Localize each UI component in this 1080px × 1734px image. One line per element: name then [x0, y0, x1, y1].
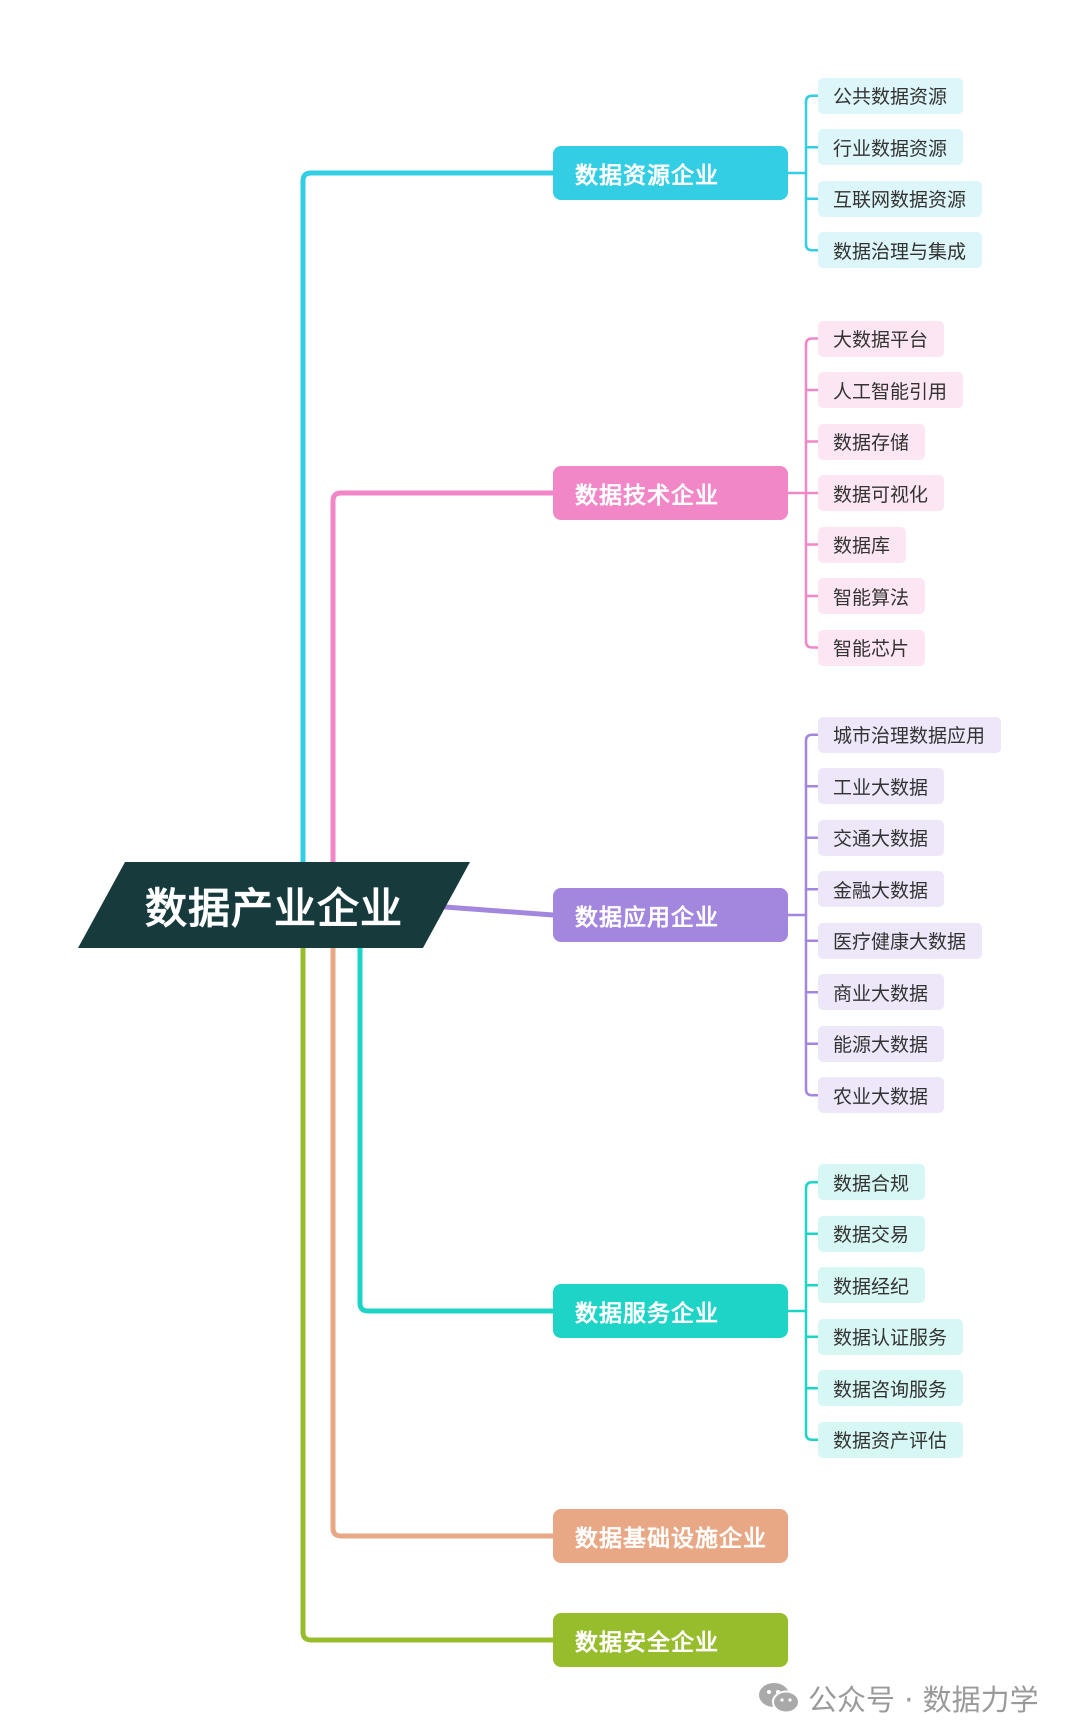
leaf-node-label: 互联网数据资源	[833, 189, 967, 212]
leaf-node: 数据可视化	[818, 475, 945, 511]
leaf-connector	[804, 94, 820, 103]
branch-node-label: 数据服务企业	[575, 1301, 719, 1327]
leaf-node-label: 人工智能引用	[833, 380, 948, 403]
leaf-node-label: 工业大数据	[833, 776, 929, 799]
wechat-icon	[759, 1683, 800, 1714]
leaf-node-label: 数据存储	[833, 432, 910, 454]
leaf-node-label: 交通大数据	[833, 828, 929, 851]
leaf-node: 公共数据资源	[818, 77, 964, 114]
branch-node-label: 数据应用企业	[575, 905, 719, 931]
leaf-node-label: 数据库	[833, 535, 891, 557]
leaf-connector	[804, 337, 820, 346]
root-node: 数据产业企业	[78, 862, 470, 948]
branch-node-label: 数据安全企业	[575, 1630, 719, 1656]
leaf-node: 数据交易	[818, 1215, 926, 1252]
leaf-node: 城市治理数据应用	[818, 716, 1002, 753]
leaf-connector	[804, 733, 820, 742]
leaf-node: 数据资产评估	[818, 1421, 964, 1458]
leaf-node-label: 公共数据资源	[833, 86, 948, 109]
leaf-connector	[804, 1088, 820, 1097]
leaf-node-label: 农业大数据	[833, 1085, 929, 1108]
leaf-connector	[804, 243, 820, 252]
leaf-node: 智能算法	[818, 578, 926, 614]
leaf-node: 工业大数据	[818, 768, 945, 805]
branch-node: 数据资源企业	[553, 146, 788, 200]
leaf-node-label: 数据交易	[833, 1224, 910, 1247]
leaf-node-label: 行业数据资源	[833, 137, 948, 160]
branch-node: 数据基础设施企业	[553, 1509, 788, 1563]
leaf-node: 医疗健康大数据	[818, 922, 983, 959]
leaf-node: 数据咨询服务	[818, 1370, 964, 1407]
leaf-node: 数据存储	[818, 423, 926, 460]
trunk-line	[300, 170, 556, 865]
branch-node-label: 数据技术企业	[575, 483, 719, 509]
leaf-connector	[804, 1432, 820, 1441]
leaf-node: 能源大数据	[818, 1025, 945, 1062]
leaf-node: 数据治理与集成	[818, 232, 983, 269]
root-node-background	[78, 862, 470, 948]
leaf-node: 智能芯片	[818, 629, 926, 666]
leaf-node-label: 数据合规	[833, 1172, 910, 1195]
branch-node: 数据技术企业	[553, 466, 788, 520]
leaf-node: 数据库	[818, 526, 907, 563]
branch-node-label: 数据基础设施企业	[575, 1526, 767, 1552]
root-node-label: 数据产业企业	[144, 883, 403, 933]
leaf-node-label: 数据资产评估	[833, 1430, 948, 1453]
leaf-node-label: 大数据平台	[833, 329, 929, 351]
branch-node: 数据服务企业	[553, 1284, 788, 1338]
leaf-node: 大数据平台	[818, 320, 945, 357]
leaf-node: 金融大数据	[818, 871, 945, 908]
leaf-node: 互联网数据资源	[818, 180, 983, 217]
watermark: 公众号 · 数据力学	[758, 1676, 1039, 1720]
leaf-node-label: 智能算法	[833, 586, 910, 609]
leaf-node: 数据经纪	[818, 1267, 926, 1304]
leaf-node: 数据合规	[818, 1164, 926, 1201]
leaf-node-label: 城市治理数据应用	[833, 725, 986, 748]
watermark-text: 公众号 · 数据力学	[808, 1683, 1039, 1717]
trunk-line	[300, 945, 556, 1643]
leaf-node-label: 数据认证服务	[833, 1327, 948, 1350]
leaf-node: 行业数据资源	[818, 129, 964, 166]
branch-node: 数据应用企业	[553, 888, 788, 942]
trunk-line	[330, 945, 556, 1539]
trunk-line	[330, 490, 556, 865]
branch-node: 数据安全企业	[553, 1613, 788, 1667]
leaf-node-label: 数据治理与集成	[833, 240, 967, 263]
leaf-node-label: 金融大数据	[833, 879, 929, 902]
leaf-connector	[804, 640, 820, 649]
leaf-node: 数据认证服务	[818, 1318, 964, 1355]
leaf-node: 交通大数据	[818, 819, 945, 856]
leaf-node: 农业大数据	[818, 1077, 945, 1114]
leaf-node: 人工智能引用	[818, 372, 964, 408]
leaf-node-label: 商业大数据	[833, 982, 929, 1005]
leaf-node-label: 数据可视化	[833, 483, 929, 506]
leaf-node: 商业大数据	[818, 974, 945, 1011]
leaf-node-label: 能源大数据	[833, 1034, 929, 1057]
leaf-node-label: 数据咨询服务	[833, 1378, 948, 1401]
leaf-node-label: 数据经纪	[833, 1275, 910, 1298]
trunk-line	[357, 945, 556, 1314]
leaf-node-label: 智能芯片	[833, 638, 910, 660]
branch-node-label: 数据资源企业	[575, 163, 719, 189]
leaf-connector	[804, 1181, 820, 1190]
leaf-node-label: 医疗健康大数据	[833, 931, 967, 954]
